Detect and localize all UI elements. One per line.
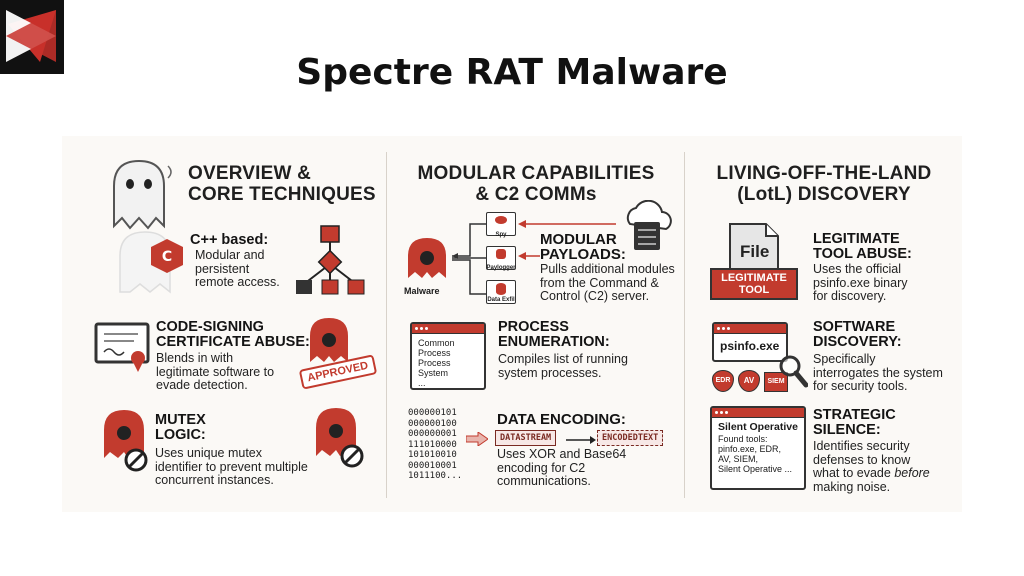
ghost-icon [104,156,174,241]
svg-text:C: C [162,249,172,265]
column-divider [386,152,387,498]
encoding-title: DATA ENCODING: [497,411,626,428]
psinfo-window: psinfo.exe [712,322,788,362]
module-spy-label: Spy [495,232,507,238]
encode-arrow-icon [566,432,596,450]
module-spy-box [486,212,516,236]
module-paylogger-box [486,246,516,270]
brand-logo [0,0,64,74]
malware-label: Malware [404,286,440,296]
strategic-body: Identifies security defenses to know wha… [813,439,930,494]
module-graph-icon [294,222,366,303]
module-arrows [450,214,490,309]
c2-cloud-server-icon [620,199,674,259]
col3-header: LIVING-OFF-THE-LAND(LotL) DISCOVERY [716,163,932,205]
module-exfil-label: Data Exfil [487,297,515,303]
column-divider [684,152,685,498]
encodedtext-tag: ENCODEDTEXT [597,430,664,446]
silent-operative-window: Silent Operative Found tools:pinfo.exe, … [710,406,806,490]
col1-header: OVERVIEW &CORE TECHNIQUES [188,163,376,205]
siem-badge: SIEM [764,372,788,392]
blocked-ghost-icon-2 [312,406,368,475]
malware-ghost-icon [306,316,352,371]
module-exfil-box [486,280,516,304]
certificate-icon [94,322,152,379]
blocked-ghost-icon [100,408,152,477]
av-badge: AV [738,370,760,392]
file-label: File [740,242,770,261]
cpp-logo-icon: C [150,238,184,279]
file-icon [726,222,782,283]
edr-badge: EDR [712,370,734,392]
col2-header: MODULAR CAPABILITIES& C2 COMMs [417,163,655,205]
stream-arrow-icon [465,431,489,451]
datastream-tag: DATASTREAM [495,430,557,446]
magnifier-icon [778,354,809,393]
infographic-panel [62,136,962,512]
malware-icon [404,236,450,287]
module-paylogger-label: Paylogger [486,265,516,271]
page-title: Spectre RAT Malware [296,52,728,93]
c2-arrows [516,212,626,277]
cpp-title: C++ based: [190,232,269,248]
